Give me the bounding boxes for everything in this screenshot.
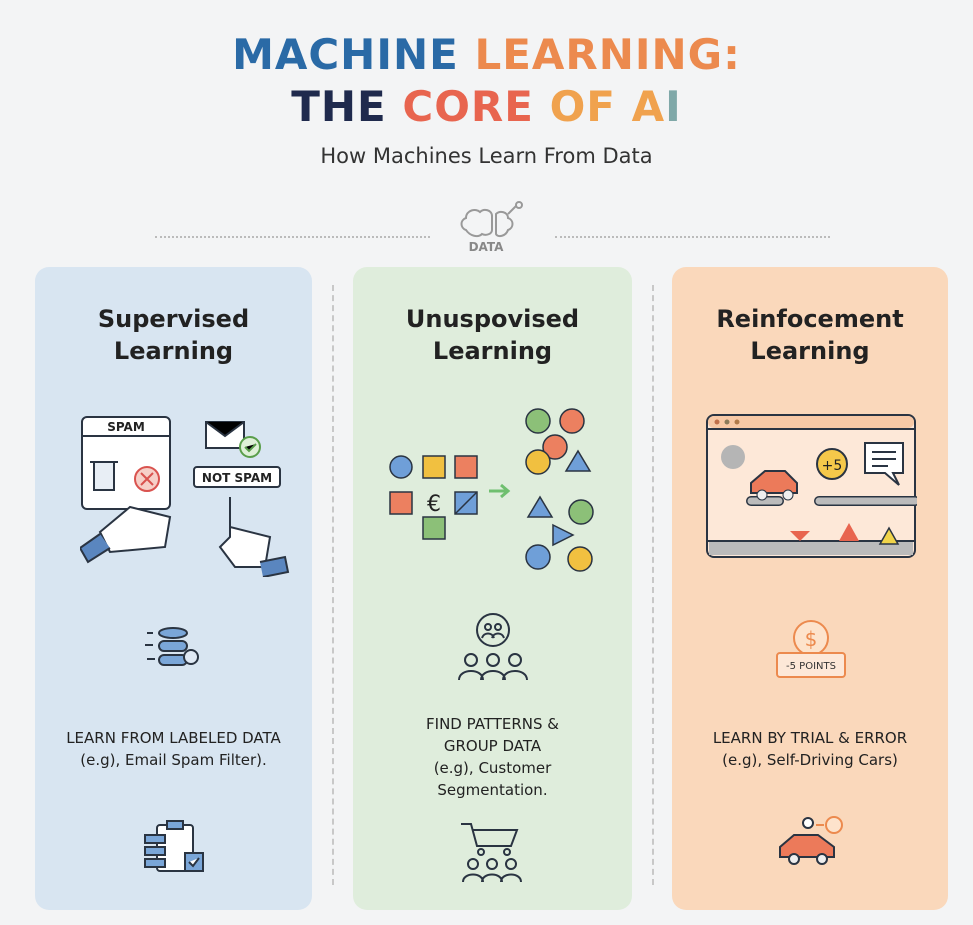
points-label: -5 POINTS: [786, 661, 836, 672]
title-word: THE: [291, 82, 387, 131]
title-word: CORE: [402, 82, 534, 131]
desc-line: LEARN FROM LABELED DATA: [66, 729, 281, 747]
reward-label: +5: [822, 458, 843, 474]
desc-line: (e.g), Email Spam Filter).: [80, 751, 267, 769]
divider: [155, 236, 430, 238]
panel-description: LEARN FROM LABELED DATA (e.g), Email Spam…: [35, 727, 312, 771]
brain-icon: [460, 201, 523, 238]
desc-line: LEARN BY TRIAL & ERROR: [712, 729, 908, 747]
desc-line: (e.g), Customer: [433, 759, 552, 777]
desc-line: FIND PATTERNS &: [426, 715, 559, 733]
panel-description: FIND PATTERNS & GROUP DATA (e.g), Customer…: [353, 713, 632, 801]
title-text: Reinfocement: [716, 305, 904, 333]
title-word: I: [665, 82, 682, 131]
clipboard-checklist-icon: [144, 820, 204, 872]
coin-points-icon: $ -5 POINTS: [776, 620, 846, 678]
title-word: LEARNING:: [474, 30, 741, 79]
dollar-sign: $: [805, 627, 818, 651]
divider: [555, 236, 830, 238]
title-text: Supervised: [97, 305, 250, 333]
clustering-illustration: €: [389, 408, 594, 572]
not-spam-label: NOT SPAM: [202, 471, 272, 485]
user-group-icon: [458, 613, 528, 681]
shopping-cart-group-icon: [461, 823, 522, 883]
spam-filter-illustration: SPAM NOT SPAM: [80, 416, 290, 577]
divider: [332, 285, 334, 885]
driving-game-illustration: +5: [706, 414, 917, 558]
title-word: MACHINE: [232, 30, 459, 79]
panel-description: LEARN BY TRIAL & ERROR (e.g), Self-Drivin…: [672, 727, 948, 771]
desc-line: (e.g), Self-Driving Cars): [722, 751, 898, 769]
spam-label: SPAM: [107, 420, 145, 434]
title-text: Unuspovised: [405, 305, 580, 333]
data-label: DATA: [468, 240, 504, 254]
car-coin-icon: [779, 816, 843, 865]
subtitle: How Machines Learn From Data: [320, 144, 653, 168]
divider: [652, 285, 654, 885]
title-word: OF A: [549, 82, 666, 131]
title-text: Learning: [432, 337, 553, 365]
title-text: Learning: [113, 337, 234, 365]
title-line-1: MACHINE LEARNING:: [0, 30, 973, 79]
desc-line: GROUP DATA: [443, 737, 542, 755]
database-check-icon: [145, 627, 199, 666]
desc-line: Segmentation.: [437, 781, 548, 799]
title-text: Learning: [750, 337, 870, 365]
euro-icon: €: [427, 492, 441, 517]
title-line-2: THE CORE OF AI: [0, 82, 973, 131]
